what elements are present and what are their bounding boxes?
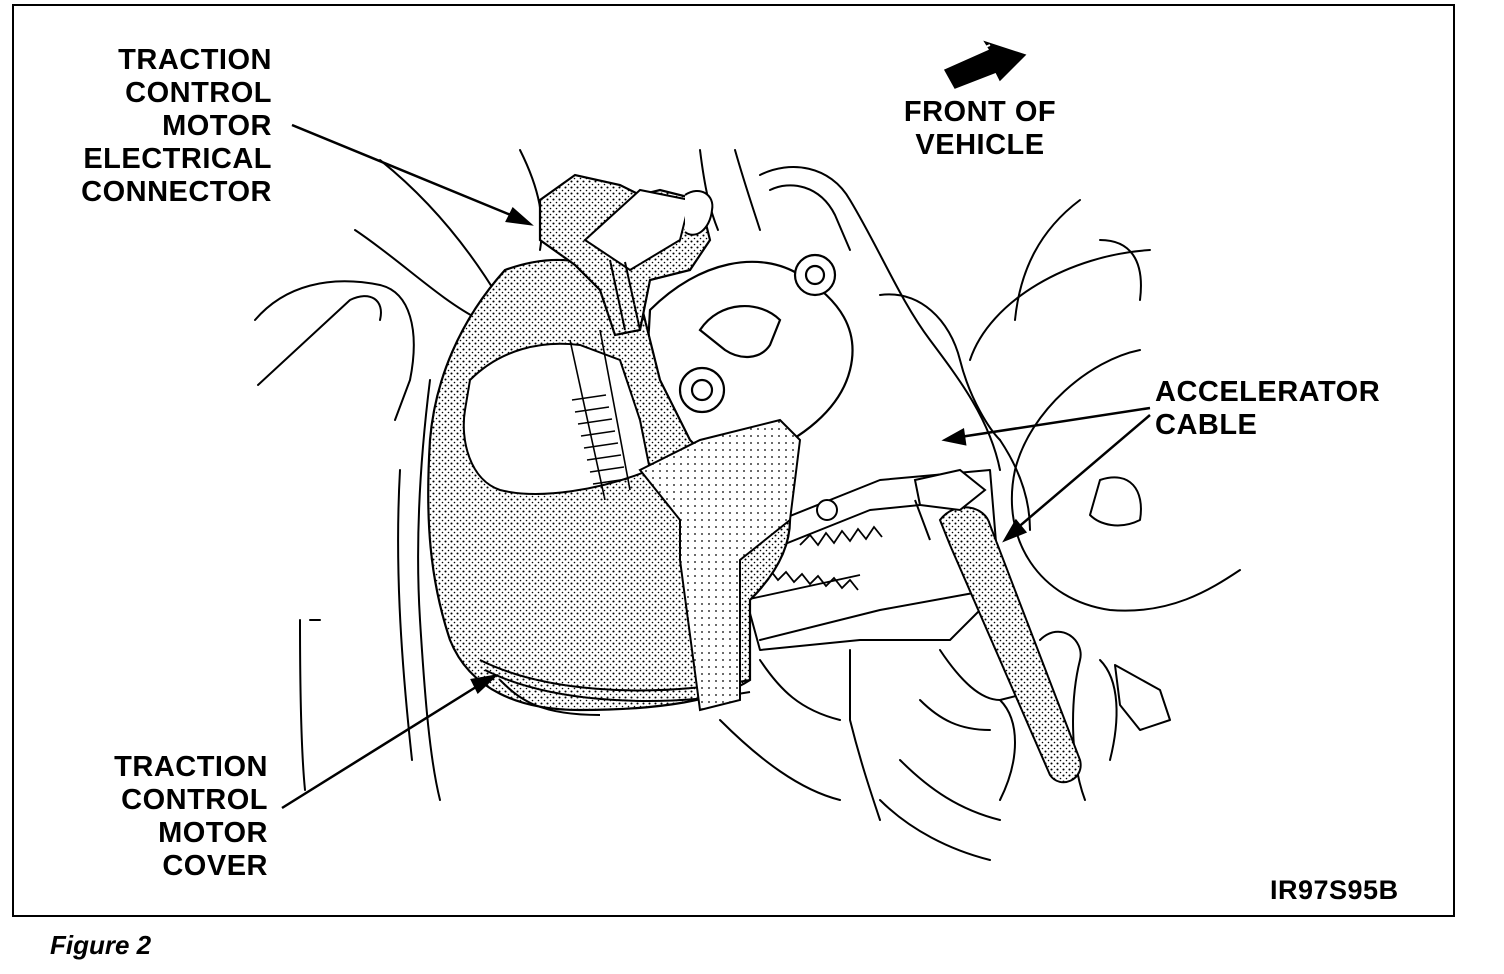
intake-ring xyxy=(1099,239,1142,301)
motor-spring xyxy=(569,329,631,501)
hose xyxy=(759,659,841,721)
hose xyxy=(1099,659,1118,761)
drawing-code-label: IR97S95B xyxy=(1270,875,1399,905)
throttle-body-outline xyxy=(759,166,1001,471)
intake-ring xyxy=(969,249,1151,361)
accelerator-cable-shape xyxy=(938,506,1082,784)
mounting-bracket xyxy=(729,469,1001,651)
throttle-cam xyxy=(643,253,854,473)
background-contour xyxy=(519,149,543,251)
background-contour xyxy=(734,149,761,231)
hose xyxy=(849,649,881,821)
mounting-bracket xyxy=(759,589,991,641)
background-contour xyxy=(417,379,441,801)
electrical-connector-label: TRACTION CONTROL MOTOR ELECTRICAL CONNEC… xyxy=(81,44,272,208)
hose xyxy=(1114,664,1171,731)
hose xyxy=(879,799,991,861)
hose xyxy=(719,719,841,801)
throttle-body-outline xyxy=(999,439,1031,531)
intake-ring xyxy=(1089,476,1142,527)
motor-cover-label: TRACTION CONTROL MOTOR COVER xyxy=(114,751,268,882)
background-contour xyxy=(254,280,415,421)
motor-cover-opening xyxy=(462,342,652,495)
throttle-body-outline xyxy=(879,293,1001,441)
figure-caption: Figure 2 xyxy=(50,930,152,960)
accelerator-cable-label: ACCELERATOR CABLE xyxy=(1155,376,1381,441)
hose xyxy=(939,649,1041,701)
intake-ring xyxy=(1014,199,1081,321)
hose xyxy=(999,699,1016,801)
background-contour xyxy=(299,619,306,791)
background-contour xyxy=(397,469,413,761)
leader-lines xyxy=(281,123,1151,810)
background-contour xyxy=(354,229,481,321)
background-contour xyxy=(379,159,501,301)
intake-ring xyxy=(1010,349,1241,612)
hose xyxy=(899,759,1001,821)
cable-clip xyxy=(913,468,987,512)
hose xyxy=(919,699,991,731)
throttle-body-outline xyxy=(769,184,851,251)
diagram-frame xyxy=(12,4,1455,917)
front-direction-arrow-icon xyxy=(943,40,1027,89)
front-of-vehicle-label: FRONT OF VEHICLE xyxy=(903,96,1057,161)
motor-cover-panel xyxy=(638,418,802,712)
background-contour xyxy=(257,295,382,386)
